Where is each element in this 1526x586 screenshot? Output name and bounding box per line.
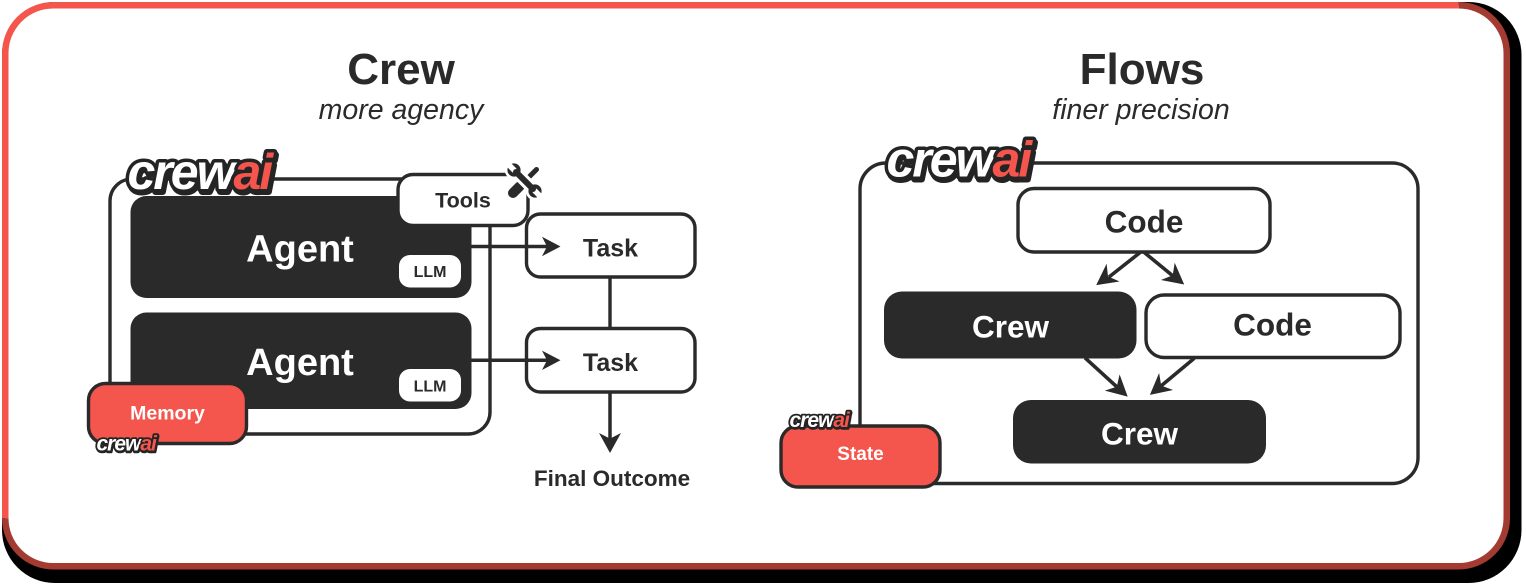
svg-text:crewai: crewai — [97, 433, 159, 456]
svg-text:Final Outcome: Final Outcome — [534, 466, 690, 491]
svg-text:finer precision: finer precision — [1052, 94, 1229, 126]
svg-text:crewai: crewai — [97, 434, 159, 457]
svg-text:Code: Code — [1105, 203, 1184, 239]
svg-text:Task: Task — [583, 235, 638, 263]
svg-text:crewai: crewai — [790, 409, 852, 432]
svg-text:Agent: Agent — [246, 342, 354, 384]
svg-text:crewai: crewai — [887, 132, 1034, 188]
svg-text:crewai: crewai — [129, 147, 276, 203]
svg-text:Code: Code — [1233, 307, 1312, 343]
svg-text:Memory: Memory — [130, 403, 205, 425]
svg-text:Crew: Crew — [972, 309, 1050, 345]
svg-text:LLM: LLM — [414, 264, 447, 281]
svg-text:Crew: Crew — [1101, 416, 1179, 452]
svg-text:State: State — [837, 444, 883, 465]
svg-text:crewai: crewai — [128, 144, 275, 200]
svg-text:Task: Task — [583, 349, 638, 377]
svg-text:more agency: more agency — [319, 94, 486, 126]
svg-text:Crew: Crew — [347, 45, 455, 94]
svg-text:crewai: crewai — [888, 134, 1035, 190]
svg-text:Agent: Agent — [246, 229, 354, 271]
svg-text:crewai: crewai — [790, 410, 852, 433]
svg-text:Flows: Flows — [1080, 45, 1205, 94]
svg-text:Tools: Tools — [435, 189, 491, 213]
svg-text:LLM: LLM — [414, 378, 447, 395]
